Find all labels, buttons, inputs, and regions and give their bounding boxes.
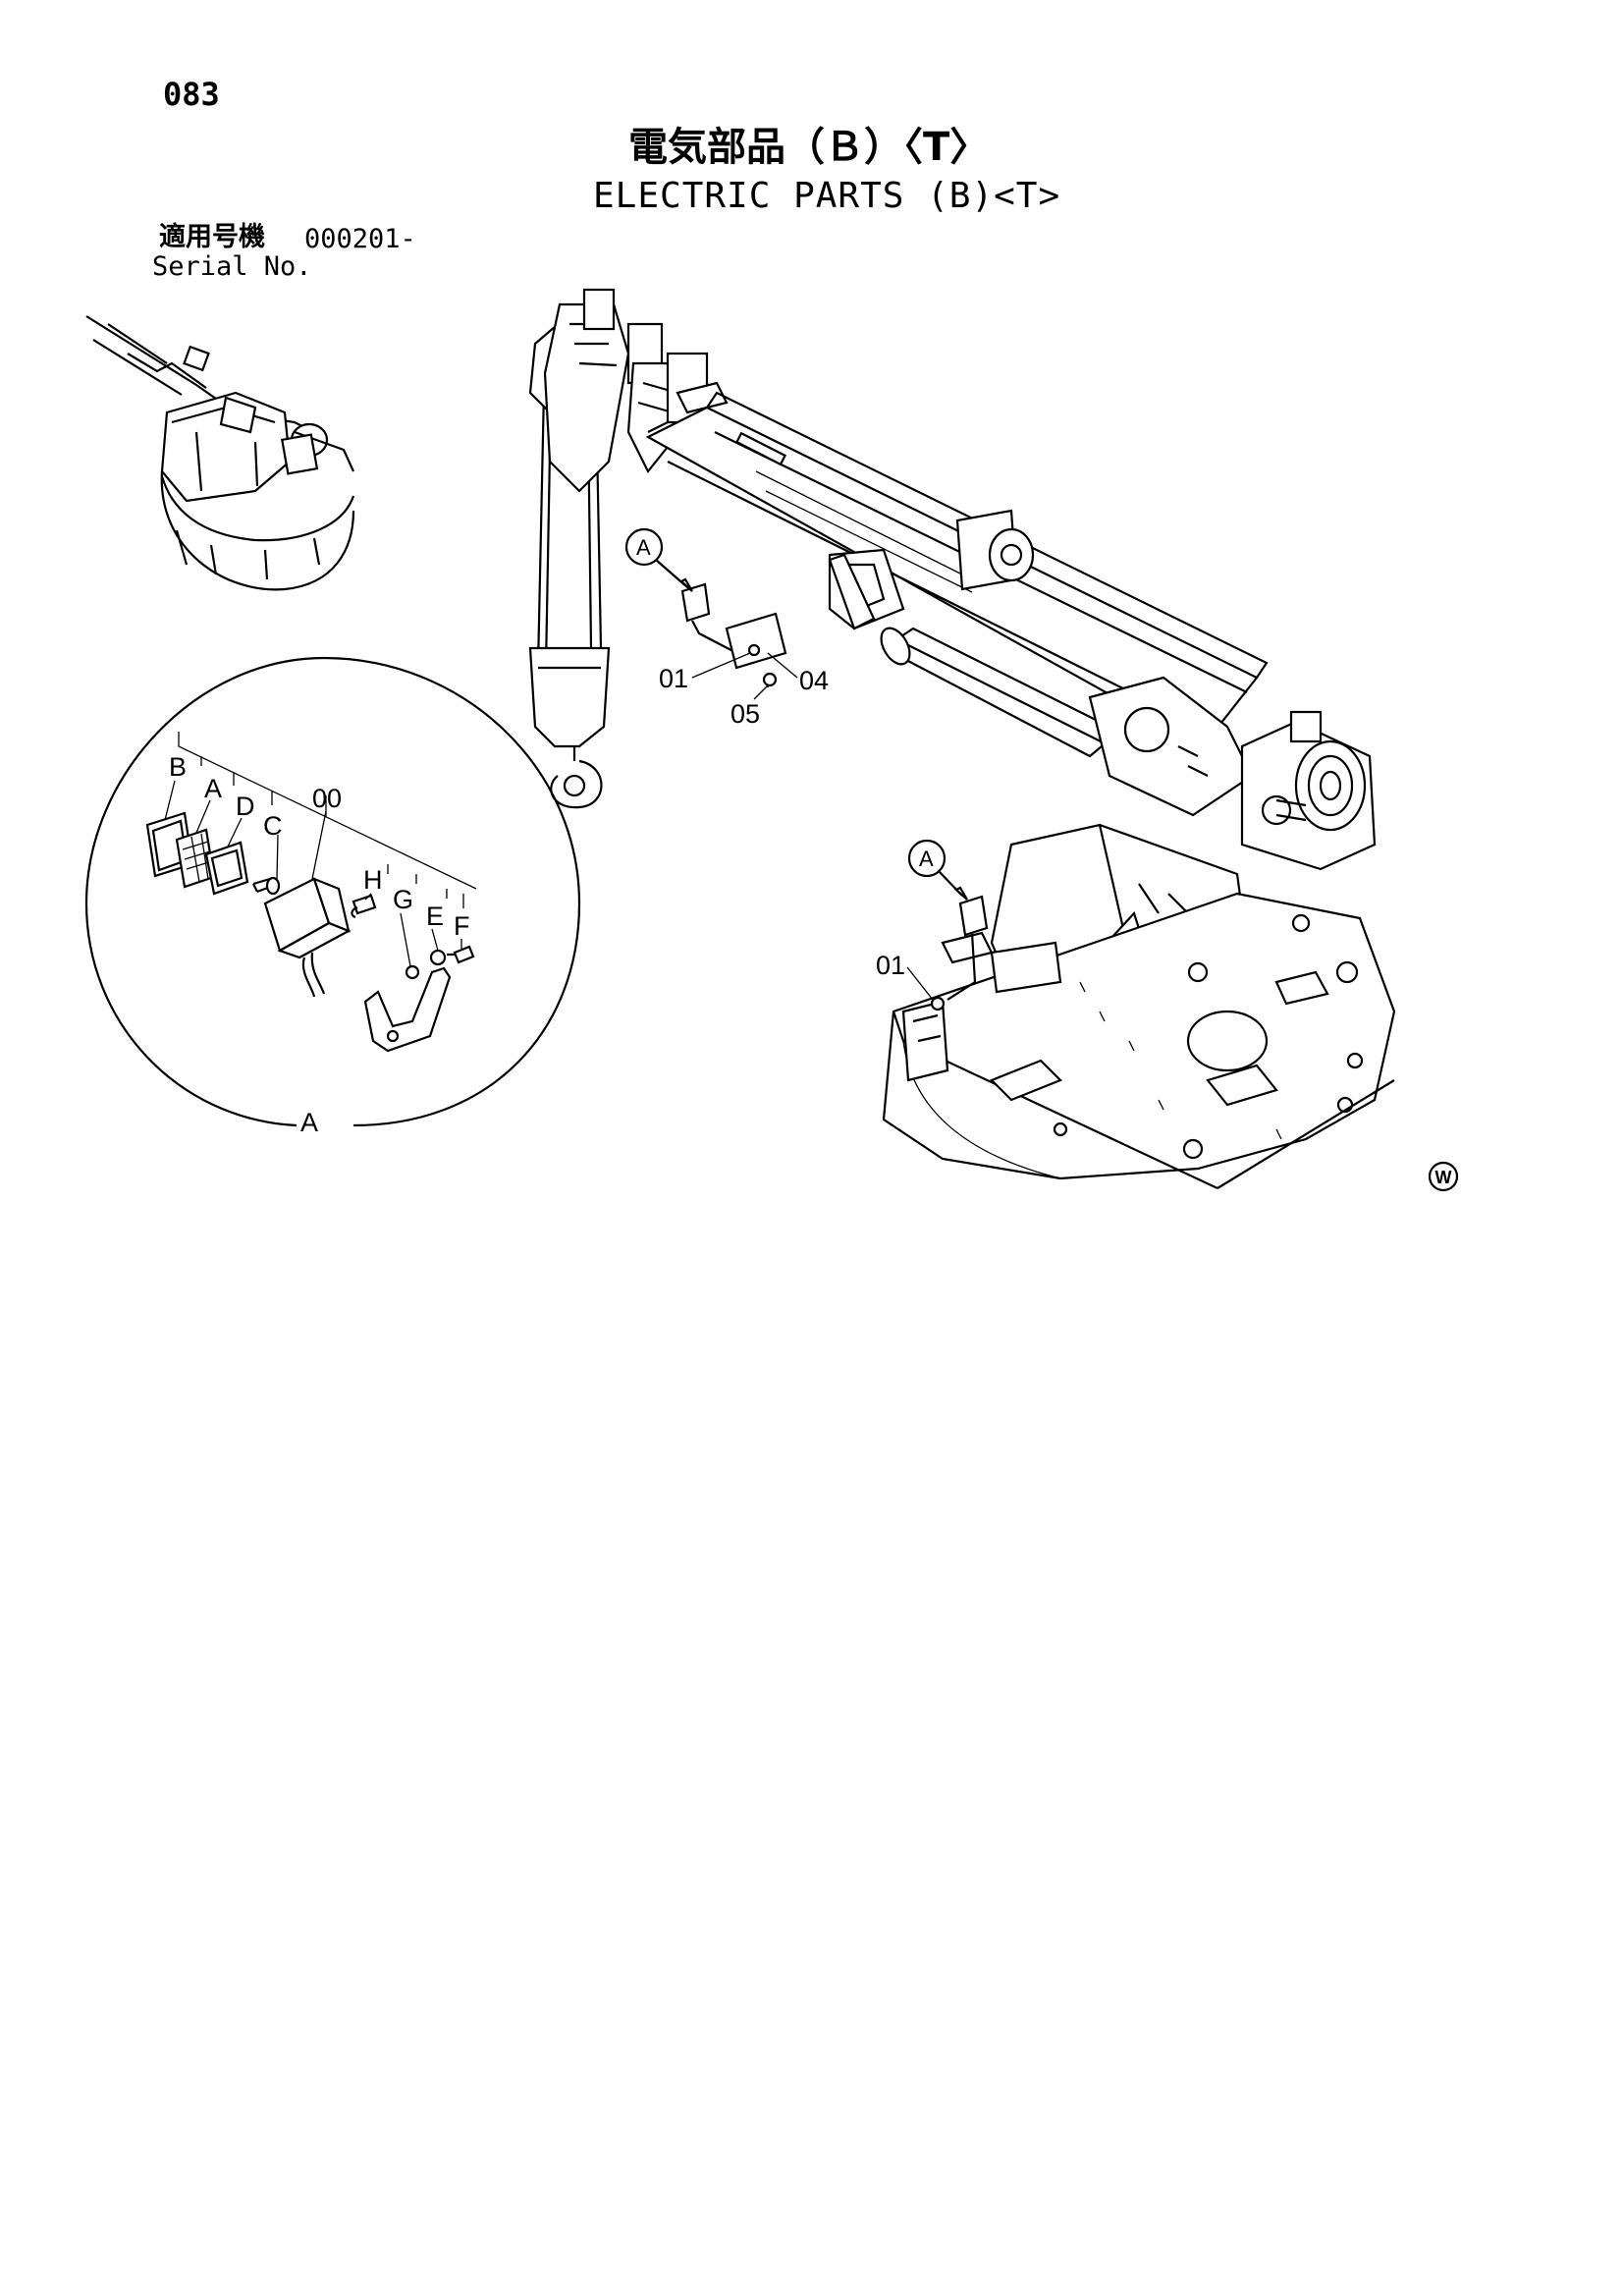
main-callouts: A A 01 04 05 01	[624, 527, 968, 1011]
callout-f: F	[454, 911, 470, 941]
page-title-english: ELECTRIC PARTS (B)<T>	[593, 176, 1061, 216]
callout-05: 05	[730, 699, 760, 729]
serial-label-japanese: 適用号機	[159, 222, 265, 252]
page-title-japanese: 電気部品（Ｂ）〈T〉	[628, 125, 990, 170]
callout-h: H	[363, 865, 383, 895]
callout-d: D	[236, 792, 255, 821]
page-number: 083	[163, 76, 220, 113]
callout-a: A	[204, 774, 222, 803]
w-mark-label: W	[1435, 1168, 1452, 1187]
callout-g: G	[393, 885, 413, 914]
detail-view-name: A	[300, 1108, 318, 1137]
crane-assembly-illustration	[528, 288, 1396, 1189]
callout-b: B	[169, 752, 187, 782]
detail-view-a: B A D C 00 H G E F A	[84, 656, 581, 1137]
callout-e: E	[426, 902, 444, 931]
serial-label-english: Serial No.	[152, 251, 312, 282]
overview-machine-illustration	[85, 315, 355, 591]
view-a-marker-lower-label: A	[919, 847, 934, 871]
serial-number-value: 000201-	[304, 224, 416, 254]
w-mark: W	[1428, 1161, 1459, 1192]
callout-01-upper: 01	[659, 664, 688, 693]
view-a-marker-upper	[624, 527, 664, 567]
view-a-marker-lower	[907, 839, 947, 878]
callout-00: 00	[312, 784, 342, 813]
callout-01-lower: 01	[876, 951, 905, 980]
view-a-marker-upper-label: A	[636, 535, 651, 560]
callout-04: 04	[799, 666, 829, 695]
callout-c: C	[263, 811, 283, 841]
